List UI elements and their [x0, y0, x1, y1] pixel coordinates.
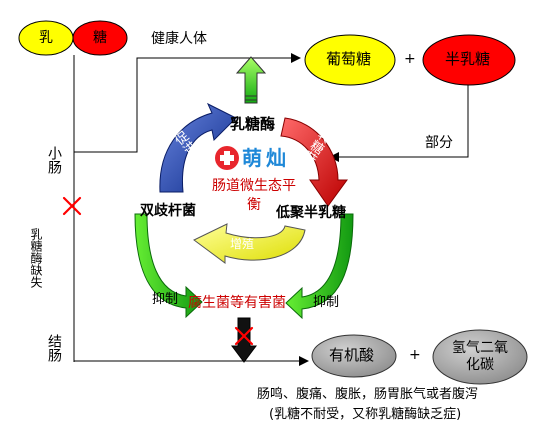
green-up-arrow [235, 56, 267, 104]
bifido-label: 双歧杆菌 [140, 203, 196, 219]
logo-text: 萌灿 [242, 146, 290, 170]
healthy-branch-line [74, 53, 301, 153]
right-inhibit-arrow [285, 213, 354, 320]
red-cross-icon [234, 326, 254, 346]
organic-acid-ellipse [311, 334, 397, 378]
yellow-curved-arrow [193, 223, 306, 264]
milk-label: 乳 [39, 30, 53, 46]
symptoms-label: 肠鸣、腹痛、腹胀，肠胃胀气或者腹泻 [257, 387, 479, 402]
plus-sign-top: + [404, 51, 416, 67]
gos-label: 低聚半乳糖 [276, 205, 346, 221]
gas-ellipse [432, 329, 528, 385]
galactose-label: 半乳糖 [445, 50, 491, 68]
galactose-ellipse [422, 34, 516, 86]
harmful-bacteria-label: 腐生菌等有害菌 [188, 295, 286, 311]
black-down-arrow [231, 317, 257, 363]
small-intestine-label: 小肠 [46, 146, 62, 174]
lactase-label: 乳糖酶 [230, 115, 276, 133]
glucose-ellipse [304, 34, 396, 86]
inhibit-right-label: 抑制 [313, 295, 340, 310]
flora-balance-label: 肠道微生态平衡 [212, 178, 296, 213]
logo-icon [215, 146, 239, 170]
healthy-body-label: 健康人体 [151, 31, 207, 47]
sugar-ellipse [72, 20, 128, 56]
left-inhibit-arrow [134, 213, 203, 319]
red-curved-arrow [280, 117, 348, 207]
portion-return-line [329, 78, 469, 162]
glucose-label: 葡萄糖 [326, 50, 372, 68]
plus-sign-bottom: + [409, 347, 421, 363]
lactase-missing-label: 乳糖酶缺失 [29, 228, 43, 288]
large-intestine-label: 结肠 [46, 334, 62, 362]
portion-label: 部分 [425, 135, 453, 151]
inhibit-left-label: 抑制 [152, 292, 179, 307]
gas-label: 氢气二氧化碳 [452, 340, 508, 373]
organic-acid-label: 有机酸 [329, 346, 375, 364]
red-cross-icon [62, 196, 82, 216]
sugar-label: 糖 [93, 30, 107, 46]
intolerance-label: (乳糖不耐受，又称乳糖酶缺乏症) [269, 407, 462, 422]
proliferation-label: 增殖 [230, 237, 255, 251]
blue-curved-arrow [159, 102, 237, 193]
